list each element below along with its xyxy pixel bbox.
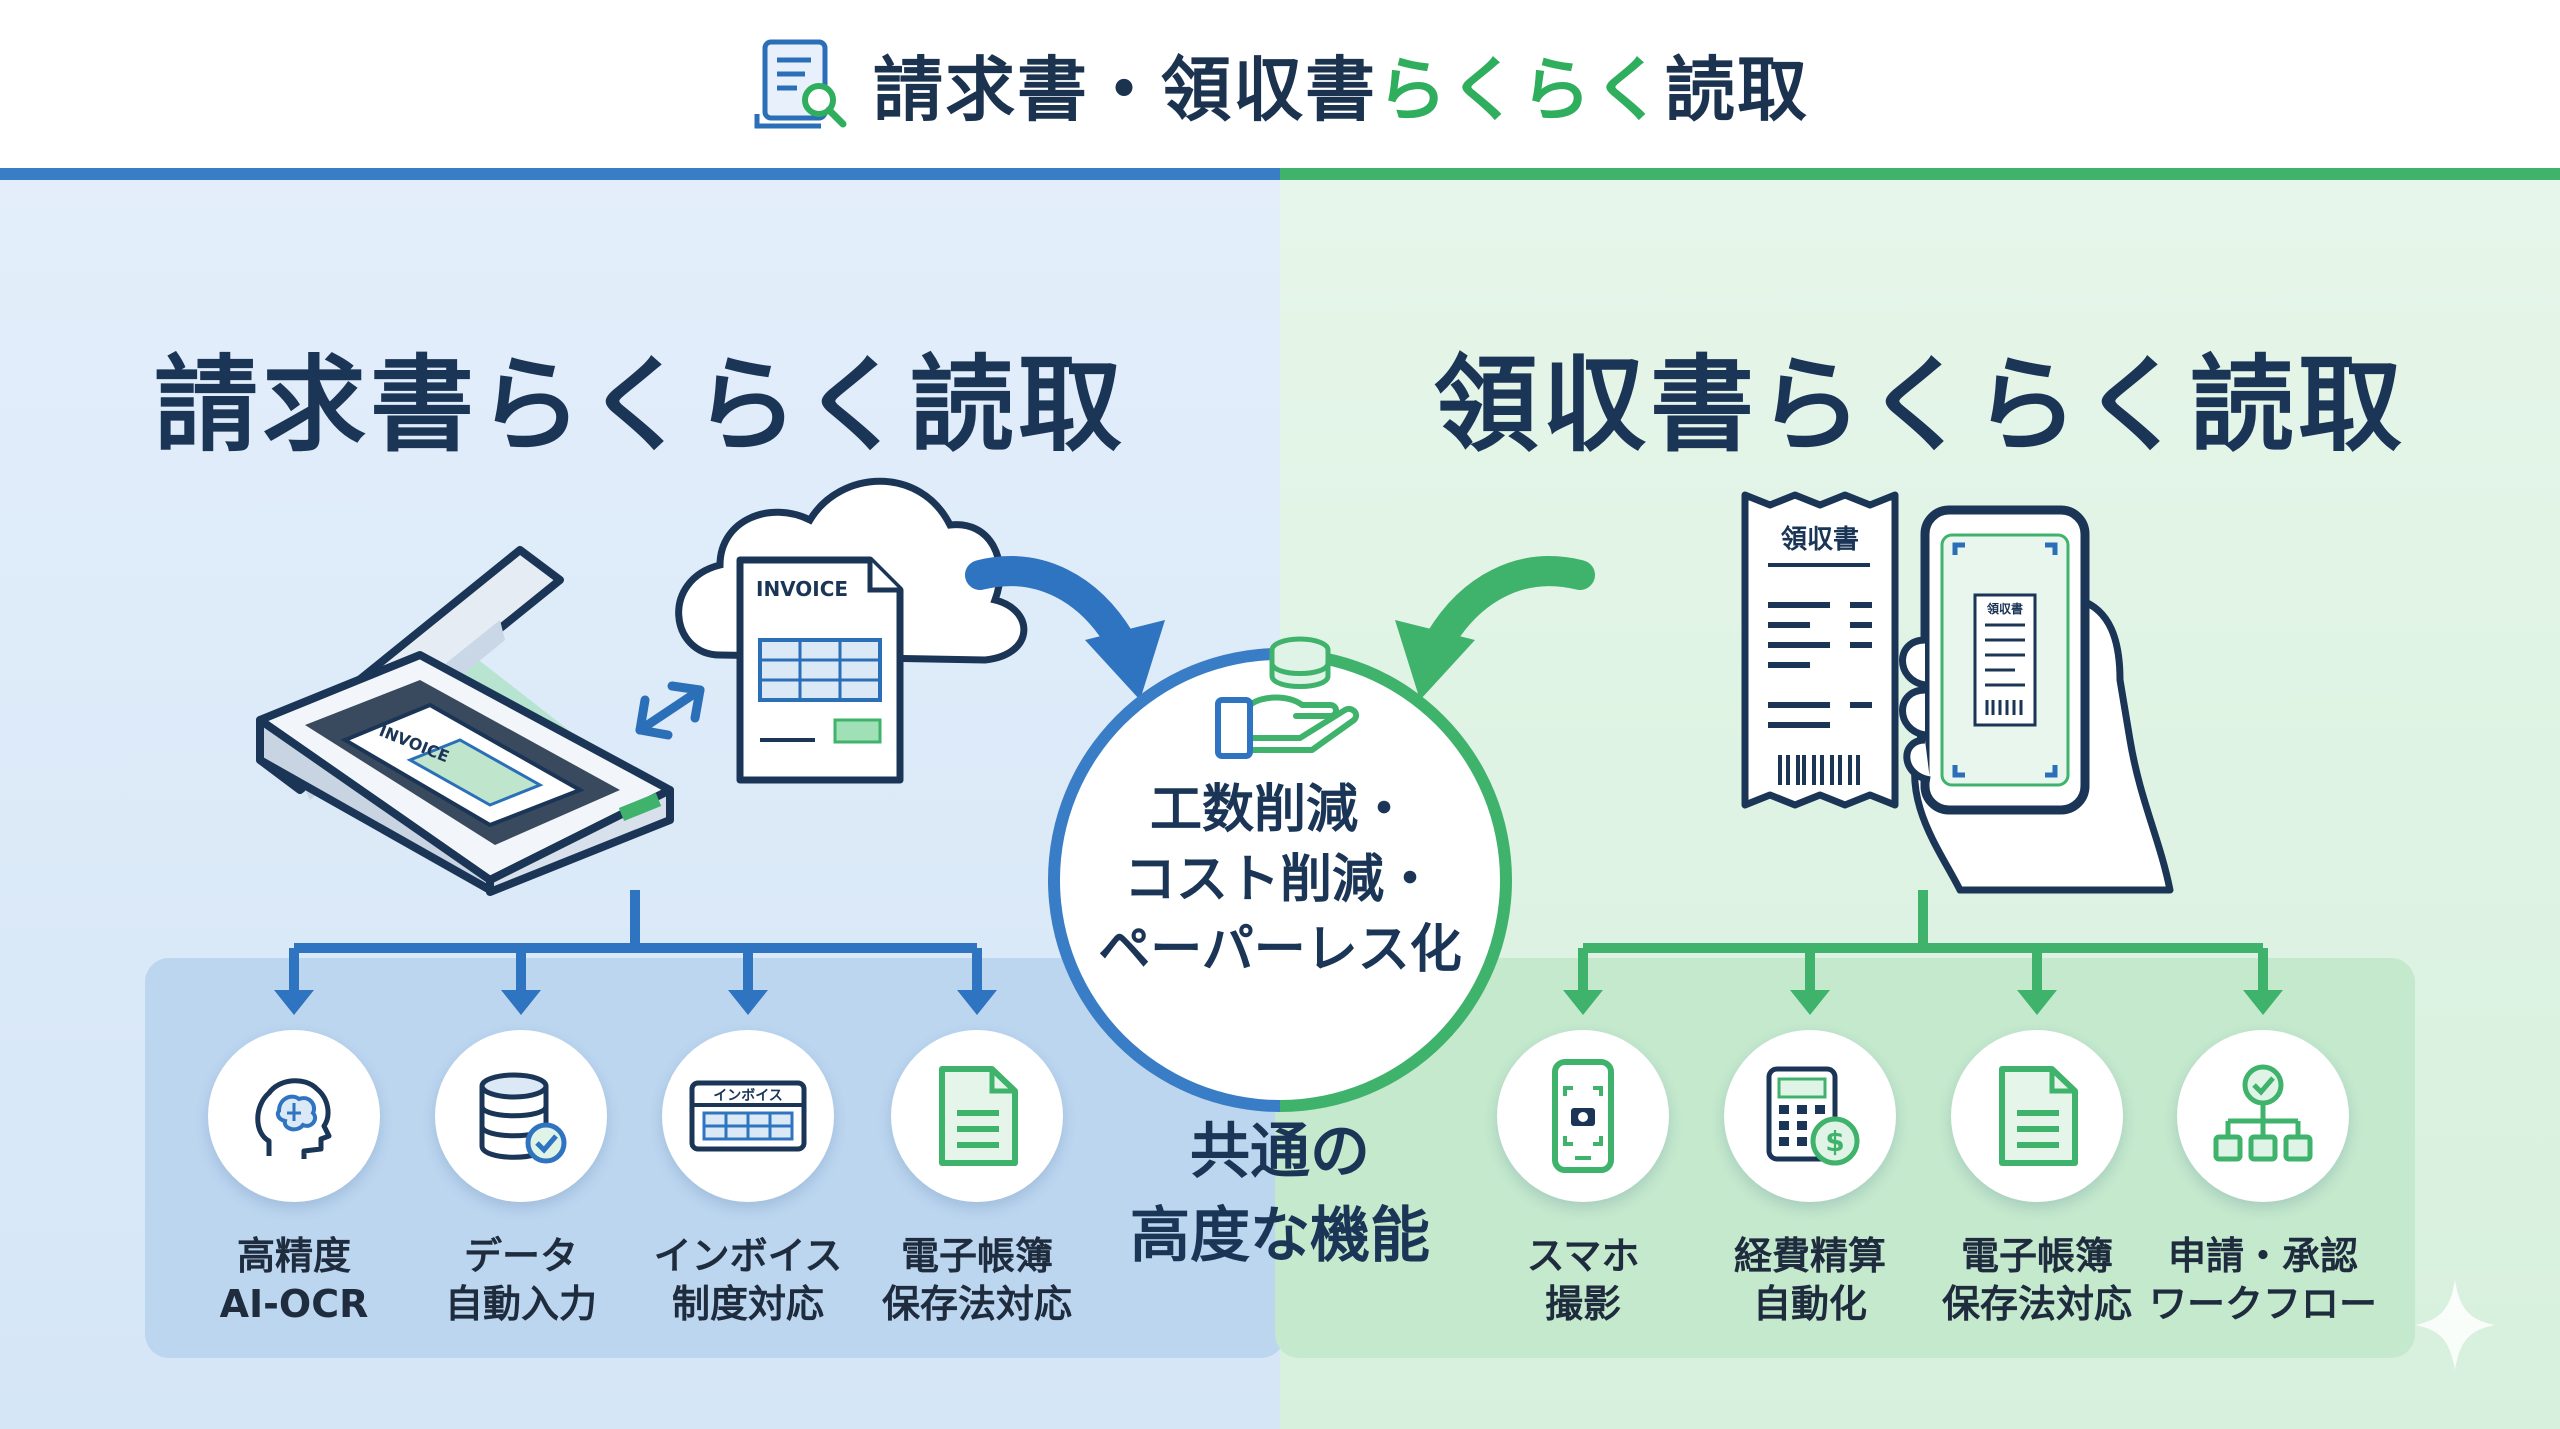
- feature-label-2: AI-OCR: [219, 1282, 369, 1326]
- feature-label-2: 制度対応: [671, 1282, 824, 1326]
- feature-icon-circle: $: [1724, 1030, 1896, 1202]
- feature-label-2: 自動化: [1752, 1282, 1867, 1326]
- header-title-text: 請求書・領収書らくらく読取: [873, 48, 1809, 131]
- sparkle-icon: [2415, 1280, 2495, 1370]
- feature-label-1: 電子帳簿: [900, 1234, 1053, 1278]
- receipt-connector: [1578, 890, 2268, 995]
- feature-e-book-law: 電子帳簿保存法対応: [1917, 1030, 2157, 1328]
- database-check-icon: [479, 1072, 567, 1164]
- sync-arrow-icon: [635, 681, 705, 740]
- scanner-illustration: [256, 546, 674, 896]
- invoice-connector: [289, 890, 982, 995]
- page-title: 請求書・領収書らくらく読取: [0, 34, 2560, 134]
- feature-expense-automation: $ 経費精算自動化: [1690, 1030, 1930, 1328]
- header-rule-green: [1280, 168, 2560, 180]
- feature-icon-circle: [208, 1030, 380, 1202]
- ai-brain-icon: [255, 1078, 332, 1159]
- feature-label-1: 電子帳簿: [1960, 1234, 2113, 1278]
- document-icon: [939, 1066, 1018, 1166]
- feature-invoice-system: インボイス インボイス制度対応: [628, 1030, 868, 1328]
- feature-icon-circle: [1497, 1030, 1669, 1202]
- feature-icon-circle: インボイス: [662, 1030, 834, 1202]
- calculator-coin-icon: $: [1766, 1066, 1860, 1166]
- invoice-badge-text: インボイス: [713, 1088, 783, 1104]
- receipt-connector-arrowheads: [1563, 990, 2283, 1015]
- center-line-2: コスト削減・: [1123, 850, 1436, 910]
- invoice-section-title: 請求書らくらく読取: [153, 344, 1126, 466]
- invoice-connector-arrowheads: [274, 990, 997, 1015]
- feature-label-2: 保存法対応: [881, 1282, 1072, 1326]
- center-benefit-text: 工数削減・ コスト削減・ ペーパーレス化: [1048, 775, 1512, 985]
- document-icon: [1999, 1066, 2078, 1166]
- hand-phone-illustration: [1899, 505, 2174, 894]
- receipt-label: 領収書: [1781, 524, 1859, 555]
- invoice-label: INVOICE: [756, 577, 848, 601]
- document-search-icon: [754, 39, 847, 129]
- phone-receipt-label: 領収書: [1986, 601, 2023, 616]
- feature-approval-workflow: 申請・承認ワークフロー: [2143, 1030, 2383, 1328]
- receipt-section-title: 領収書らくらく読取: [1433, 344, 2406, 466]
- feature-label-2: 保存法対応: [1941, 1282, 2132, 1326]
- feature-label-1: インボイス: [653, 1234, 843, 1278]
- smartphone-camera-icon: [1552, 1059, 1614, 1173]
- blue-curved-arrow: [965, 556, 1165, 700]
- center-line-1: 工数削減・: [1149, 780, 1410, 840]
- feature-smartphone-photo: スマホ撮影: [1463, 1030, 1703, 1328]
- feature-icon-circle: [435, 1030, 607, 1202]
- common-features-label: 共通の 高度な機能: [1080, 1110, 1480, 1278]
- feature-icon-circle: [2177, 1030, 2349, 1202]
- feature-label-1: 申請・承認: [2167, 1234, 2358, 1278]
- feature-label-2: ワークフロー: [2148, 1282, 2377, 1326]
- feature-icon-circle: [1951, 1030, 2123, 1202]
- center-line-3: ペーパーレス化: [1098, 920, 1462, 980]
- feature-label-2: 撮影: [1544, 1282, 1621, 1326]
- header: [0, 0, 2560, 168]
- green-curved-arrow: [1395, 556, 1595, 700]
- workflow-icon: [2213, 1064, 2313, 1162]
- svg-text:$: $: [1825, 1125, 1844, 1158]
- feature-label-1: 経費精算: [1733, 1234, 1886, 1278]
- feature-label-1: データ: [463, 1234, 578, 1278]
- common-line-2: 高度な機能: [1130, 1201, 1430, 1271]
- header-rule-blue: [0, 168, 1280, 180]
- common-line-1: 共通の: [1190, 1117, 1370, 1187]
- feature-label-1: スマホ: [1526, 1234, 1640, 1278]
- feature-data-auto-input: データ自動入力: [401, 1030, 641, 1328]
- feature-label-1: 高精度: [236, 1234, 351, 1278]
- receipt-illustration: [1741, 491, 1899, 809]
- invoice-document-icon: [736, 556, 904, 784]
- feature-icon-circle: [891, 1030, 1063, 1202]
- invoice-system-icon: インボイス: [689, 1080, 807, 1152]
- feature-e-book-law: 電子帳簿保存法対応: [857, 1030, 1097, 1328]
- feature-label-2: 自動入力: [444, 1282, 597, 1326]
